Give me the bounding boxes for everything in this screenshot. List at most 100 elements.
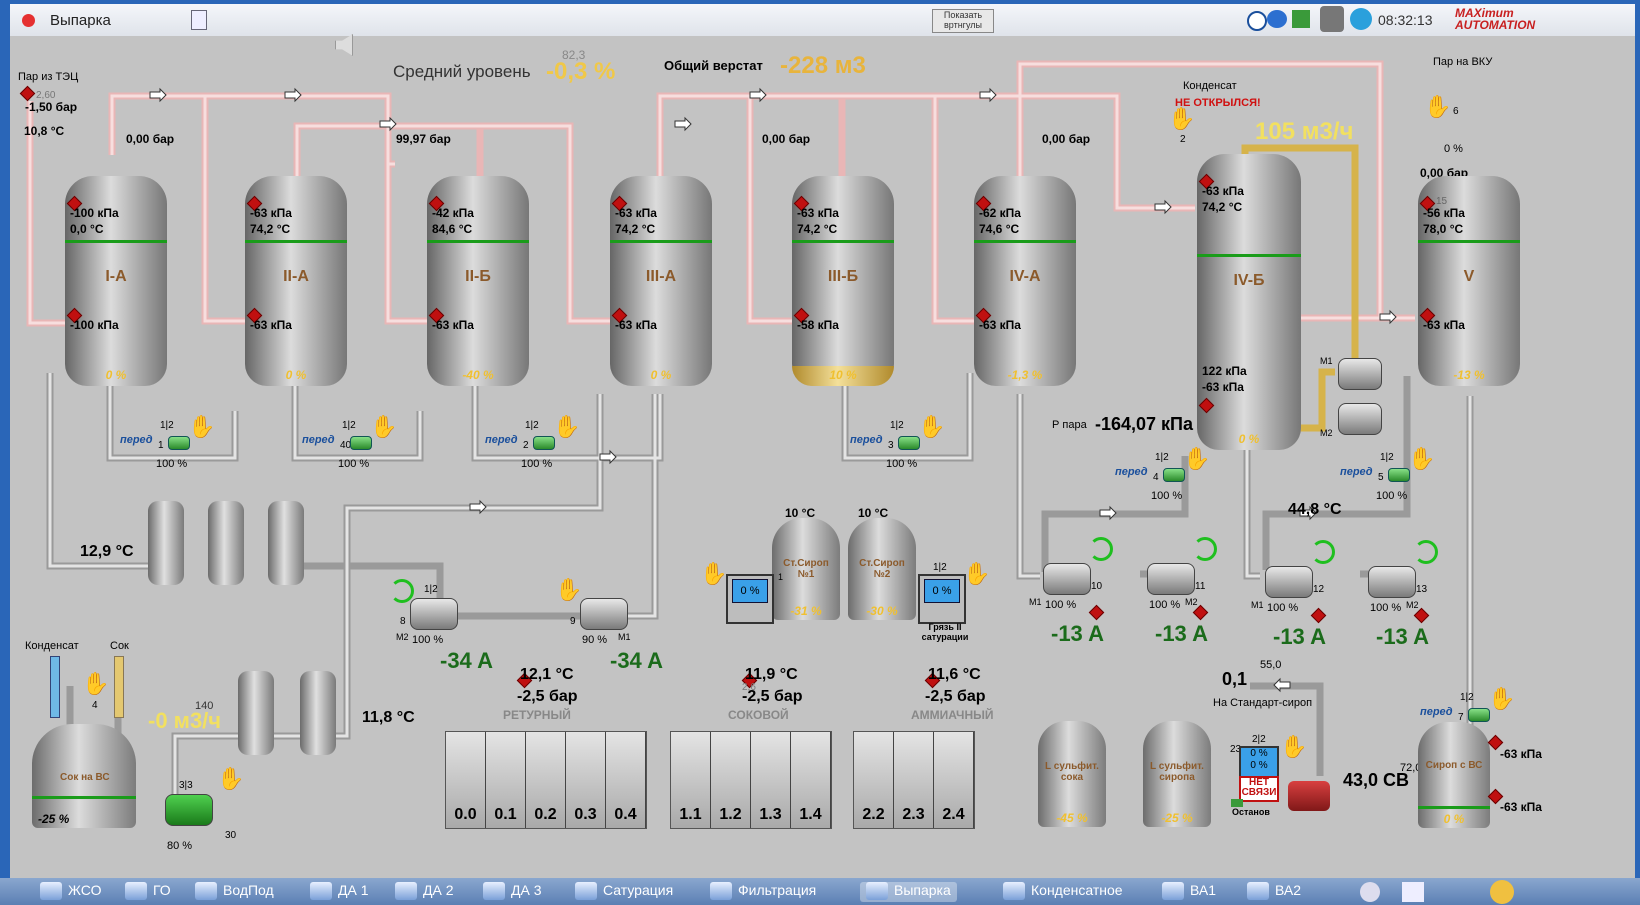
tank-8[interactable]: V-13 % bbox=[1418, 176, 1520, 386]
taskbar-item-4[interactable]: ДА 1 bbox=[310, 882, 369, 902]
sok-vs-tank[interactable]: Сок на ВС -25 % bbox=[32, 724, 136, 828]
pump-run-icon[interactable] bbox=[1414, 540, 1438, 564]
bar-cell[interactable]: 1.2 bbox=[711, 732, 751, 828]
syrup-2-hand-icon[interactable]: ✋ bbox=[963, 561, 991, 586]
condensate-hand-icon[interactable]: ✋ bbox=[1168, 106, 1196, 131]
bar-cell[interactable]: 0.0 bbox=[446, 732, 486, 828]
sulfit-1-level: -45 % bbox=[1056, 811, 1088, 825]
bar-cell[interactable]: 2.3 bbox=[894, 732, 934, 828]
pump-body[interactable] bbox=[1147, 563, 1195, 595]
valve-body[interactable] bbox=[898, 436, 920, 450]
std-syrup-hand-icon[interactable]: ✋ bbox=[1280, 734, 1308, 759]
network-icon[interactable] bbox=[1292, 10, 1310, 28]
taskbar-item-8[interactable]: Фильтрация bbox=[710, 882, 816, 902]
valve-body[interactable] bbox=[533, 436, 555, 450]
valve-body[interactable] bbox=[350, 436, 372, 450]
clock-icon[interactable] bbox=[1247, 11, 1267, 31]
pump-body[interactable] bbox=[410, 598, 458, 630]
pump-run-icon[interactable] bbox=[1193, 537, 1217, 561]
chat-icon[interactable] bbox=[1267, 10, 1287, 28]
line-name: АММИАЧНЫЙ bbox=[911, 708, 994, 722]
taskbar-item-6[interactable]: ДА 3 bbox=[483, 882, 542, 902]
syrup-pump-1[interactable] bbox=[1338, 358, 1382, 390]
record-indicator-icon bbox=[22, 14, 35, 27]
pump-body[interactable] bbox=[1265, 566, 1313, 598]
taskbar-item-11[interactable]: ВА1 bbox=[1162, 882, 1216, 902]
syrup-vs-tank[interactable]: Сироп с ВС 0 % bbox=[1418, 722, 1490, 828]
pump-run-icon[interactable] bbox=[1089, 537, 1113, 561]
valve-body[interactable] bbox=[1468, 708, 1490, 722]
valve-hand-icon[interactable]: ✋ bbox=[1488, 686, 1516, 711]
taskbar-item-9[interactable]: Выпарка bbox=[860, 882, 957, 902]
pump-hand-icon[interactable]: ✋ bbox=[555, 577, 583, 602]
taskbar-item-2[interactable]: ГО bbox=[125, 882, 171, 902]
syrup-1-hand-icon[interactable]: ✋ bbox=[700, 561, 728, 586]
vku-valve-pct: 0 % bbox=[1444, 143, 1463, 155]
valve-hand-icon[interactable]: ✋ bbox=[1183, 446, 1211, 471]
settings-gear-icon[interactable] bbox=[1360, 882, 1380, 902]
taskbar-item-10[interactable]: Конденсатное bbox=[1003, 882, 1123, 902]
syrup-2-monitor[interactable]: 0 % bbox=[918, 574, 966, 624]
valve-hand-icon[interactable]: ✋ bbox=[188, 414, 216, 439]
pump-body[interactable] bbox=[1368, 566, 1416, 598]
pump-current: -13 A bbox=[1273, 624, 1326, 649]
valve-body[interactable] bbox=[168, 436, 190, 450]
taskbar-item-3[interactable]: ВодПод bbox=[195, 882, 274, 902]
pump-body[interactable] bbox=[1043, 563, 1091, 595]
syrup-pump-2[interactable] bbox=[1338, 403, 1382, 435]
bar-cell[interactable]: 0.2 bbox=[526, 732, 566, 828]
valve-hand-icon[interactable]: ✋ bbox=[1408, 446, 1436, 471]
bar-cell[interactable]: 0.4 bbox=[606, 732, 646, 828]
bar-cell[interactable]: 1.3 bbox=[751, 732, 791, 828]
valve-body[interactable] bbox=[1163, 468, 1185, 482]
steam-pressure-2: 99,97 бар bbox=[396, 132, 451, 146]
chart-icon[interactable] bbox=[1402, 882, 1424, 902]
syrup-1-name: Ст.Сироп №1 bbox=[783, 558, 829, 580]
valve-direction: перед bbox=[1340, 466, 1373, 478]
tank-6[interactable]: IV-A-1,3 % bbox=[974, 176, 1076, 386]
pump-body[interactable] bbox=[580, 598, 628, 630]
clipboard-icon[interactable] bbox=[191, 10, 207, 30]
sulfit-tank-2[interactable]: L сульфит. сиропа -25 % bbox=[1143, 721, 1211, 827]
engineer-icon[interactable] bbox=[1490, 880, 1514, 904]
telegram-icon[interactable] bbox=[1350, 8, 1372, 30]
bar-cell[interactable]: 1.1 bbox=[671, 732, 711, 828]
std-syrup-pump[interactable] bbox=[1288, 781, 1330, 811]
taskbar-item-12[interactable]: ВА2 bbox=[1247, 882, 1301, 902]
bar-cell[interactable]: 0.1 bbox=[486, 732, 526, 828]
valve-hand-icon[interactable]: ✋ bbox=[553, 414, 581, 439]
pump-body[interactable] bbox=[165, 794, 213, 826]
sok-pipe-vertical bbox=[114, 656, 124, 718]
syrup-1-monitor[interactable]: 0 % bbox=[726, 574, 774, 624]
taskbar-item-1[interactable]: ЖСО bbox=[40, 882, 101, 902]
bar-cell[interactable]: 2.4 bbox=[934, 732, 974, 828]
sulfit-tank-1[interactable]: L сульфит. сока -45 % bbox=[1038, 721, 1106, 827]
bar-cell[interactable]: 0.3 bbox=[566, 732, 606, 828]
line-temp: 11,6 °C bbox=[928, 666, 981, 683]
pump-run-icon[interactable] bbox=[1311, 540, 1335, 564]
pump-run-icon[interactable] bbox=[390, 579, 414, 603]
valve-body[interactable] bbox=[1388, 468, 1410, 482]
bar-cell[interactable]: 1.4 bbox=[791, 732, 831, 828]
valve-hand-icon[interactable]: ✋ bbox=[918, 414, 946, 439]
vku-hand-icon[interactable]: ✋ bbox=[1424, 94, 1452, 119]
taskbar-item-7[interactable]: Сатурация bbox=[575, 882, 673, 902]
bar-cell[interactable]: 2.2 bbox=[854, 732, 894, 828]
syrup-tank-2[interactable]: Ст.Сироп №2 -30 % bbox=[848, 518, 916, 620]
user-icon[interactable] bbox=[1320, 6, 1344, 32]
std-syrup-monitor[interactable]: 0 % 0 % bbox=[1239, 746, 1279, 778]
tank-3[interactable]: II-Б-40 % bbox=[427, 176, 529, 386]
valve-direction: перед bbox=[120, 434, 153, 446]
syrup-tank-1[interactable]: Ст.Сироп №1 1 -31 % bbox=[772, 518, 840, 620]
tank-name: III-Б bbox=[827, 268, 859, 285]
show-valves-button[interactable]: Показать вртнгулы bbox=[932, 9, 994, 33]
valve-hand-icon[interactable]: ✋ bbox=[370, 414, 398, 439]
taskbar-item-5[interactable]: ДА 2 bbox=[395, 882, 454, 902]
sok-hand-icon[interactable]: ✋ bbox=[82, 671, 110, 696]
pump-hand-icon[interactable]: ✋ bbox=[217, 766, 245, 791]
